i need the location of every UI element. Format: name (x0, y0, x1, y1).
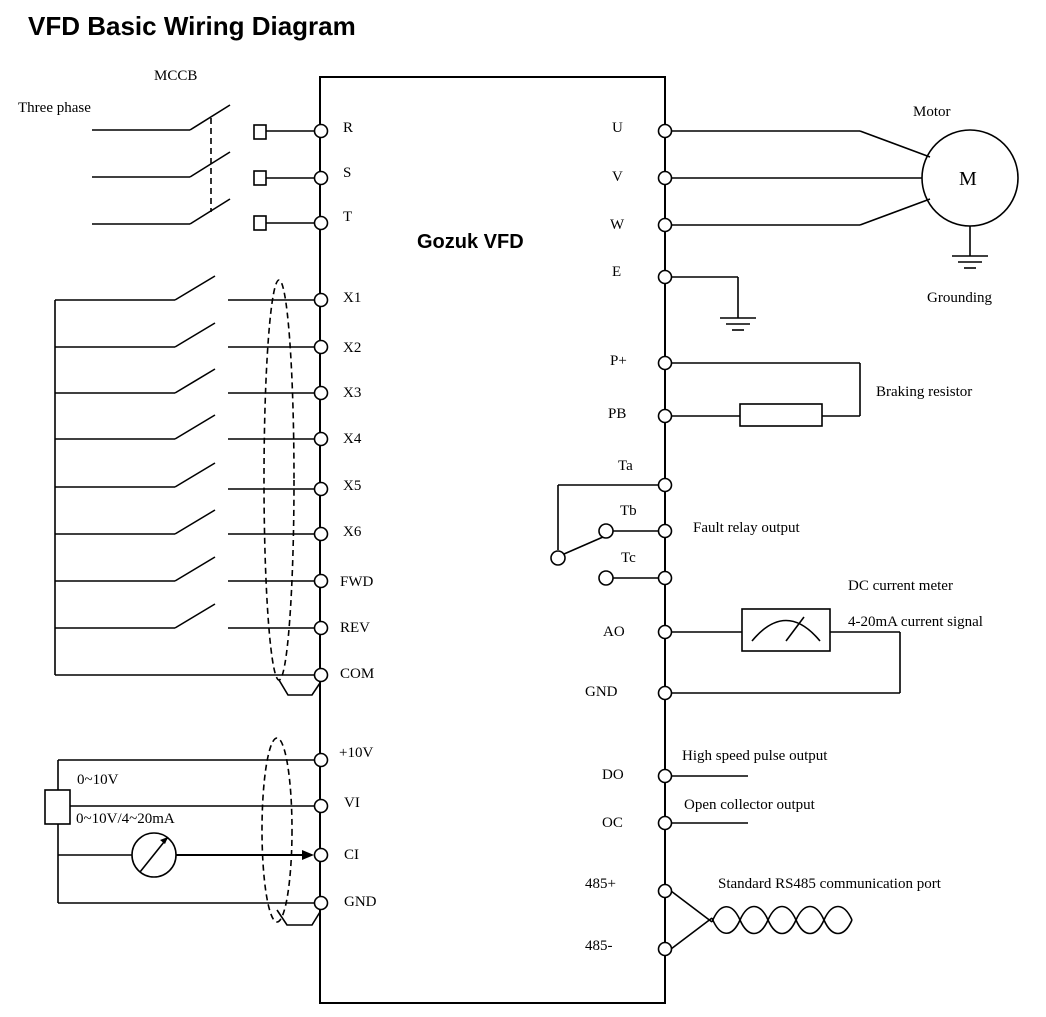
left-terminals: R S T X1 X2 X3 X4 X5 X6 FWD REV COM +10V… (313, 120, 377, 911)
ao-current-meter (671, 608, 901, 694)
terminal-10v: +10V (339, 745, 373, 761)
digital-input-switches (54, 275, 321, 696)
terminal-tb: Tb (620, 503, 637, 519)
terminal-x6: X6 (343, 524, 362, 540)
rs485-label: Standard RS485 communication port (718, 876, 942, 892)
terminal-do: DO (602, 767, 624, 783)
rs485-twisted-pair (670, 890, 853, 950)
terminal-fwd: FWD (340, 574, 374, 590)
terminal-gnd-right: GND (585, 684, 618, 700)
terminal-t: T (343, 209, 352, 225)
terminal-tc: Tc (621, 550, 636, 566)
open-collector-label: Open collector output (684, 797, 816, 813)
vfd-box (319, 76, 666, 1004)
right-terminals: U V W E P+ PB Ta Tb Tc AO GND DO OC 485+… (585, 120, 673, 957)
e-ground (671, 276, 756, 331)
terminal-rev: REV (340, 620, 370, 636)
motor-wiring (671, 129, 1019, 269)
terminal-s: S (343, 165, 351, 181)
motor-label: Motor (913, 104, 951, 120)
terminal-ci: CI (344, 847, 359, 863)
braking-resistor-label: Braking resistor (876, 384, 972, 400)
terminal-u: U (612, 120, 623, 136)
terminal-w: W (610, 217, 625, 233)
terminal-com: COM (340, 666, 374, 682)
terminal-oc: OC (602, 815, 623, 831)
terminal-pb: PB (608, 406, 626, 422)
three-phase-label: Three phase (18, 100, 91, 116)
terminal-v: V (612, 169, 623, 185)
mccb-label: MCCB (154, 68, 197, 84)
pulse-outputs (671, 775, 748, 824)
terminal-x5: X5 (343, 478, 361, 494)
dc-meter-label: DC current meter (848, 578, 953, 594)
terminal-485-plus: 485+ (585, 876, 616, 892)
braking-resistor (671, 362, 861, 427)
terminal-x4: X4 (343, 431, 362, 447)
label-0-10v-4-20ma: 0~10V/4~20mA (76, 811, 175, 827)
current-signal-label: 4-20mA current signal (848, 614, 983, 630)
terminal-ta: Ta (618, 458, 633, 474)
diagram-title: VFD Basic Wiring Diagram (28, 11, 356, 41)
terminal-p-plus: P+ (610, 353, 627, 369)
analog-input-wiring (44, 737, 321, 926)
label-0-10v: 0~10V (77, 772, 119, 788)
terminal-x2: X2 (343, 340, 361, 356)
terminal-ao: AO (603, 624, 625, 640)
high-speed-label: High speed pulse output (682, 748, 828, 764)
terminal-x1: X1 (343, 290, 361, 306)
terminal-e: E (612, 264, 621, 280)
grounding-label: Grounding (927, 290, 992, 306)
motor-symbol: M (959, 168, 977, 190)
terminal-r: R (343, 120, 353, 136)
mccb-breaker (92, 104, 314, 231)
fault-relay-label: Fault relay output (693, 520, 800, 536)
terminal-vi: VI (344, 795, 360, 811)
terminal-gnd-left: GND (344, 894, 377, 910)
vfd-name: Gozuk VFD (417, 231, 524, 253)
fault-relay (550, 484, 658, 586)
terminal-485-minus: 485- (585, 938, 613, 954)
terminal-x3: X3 (343, 385, 361, 401)
